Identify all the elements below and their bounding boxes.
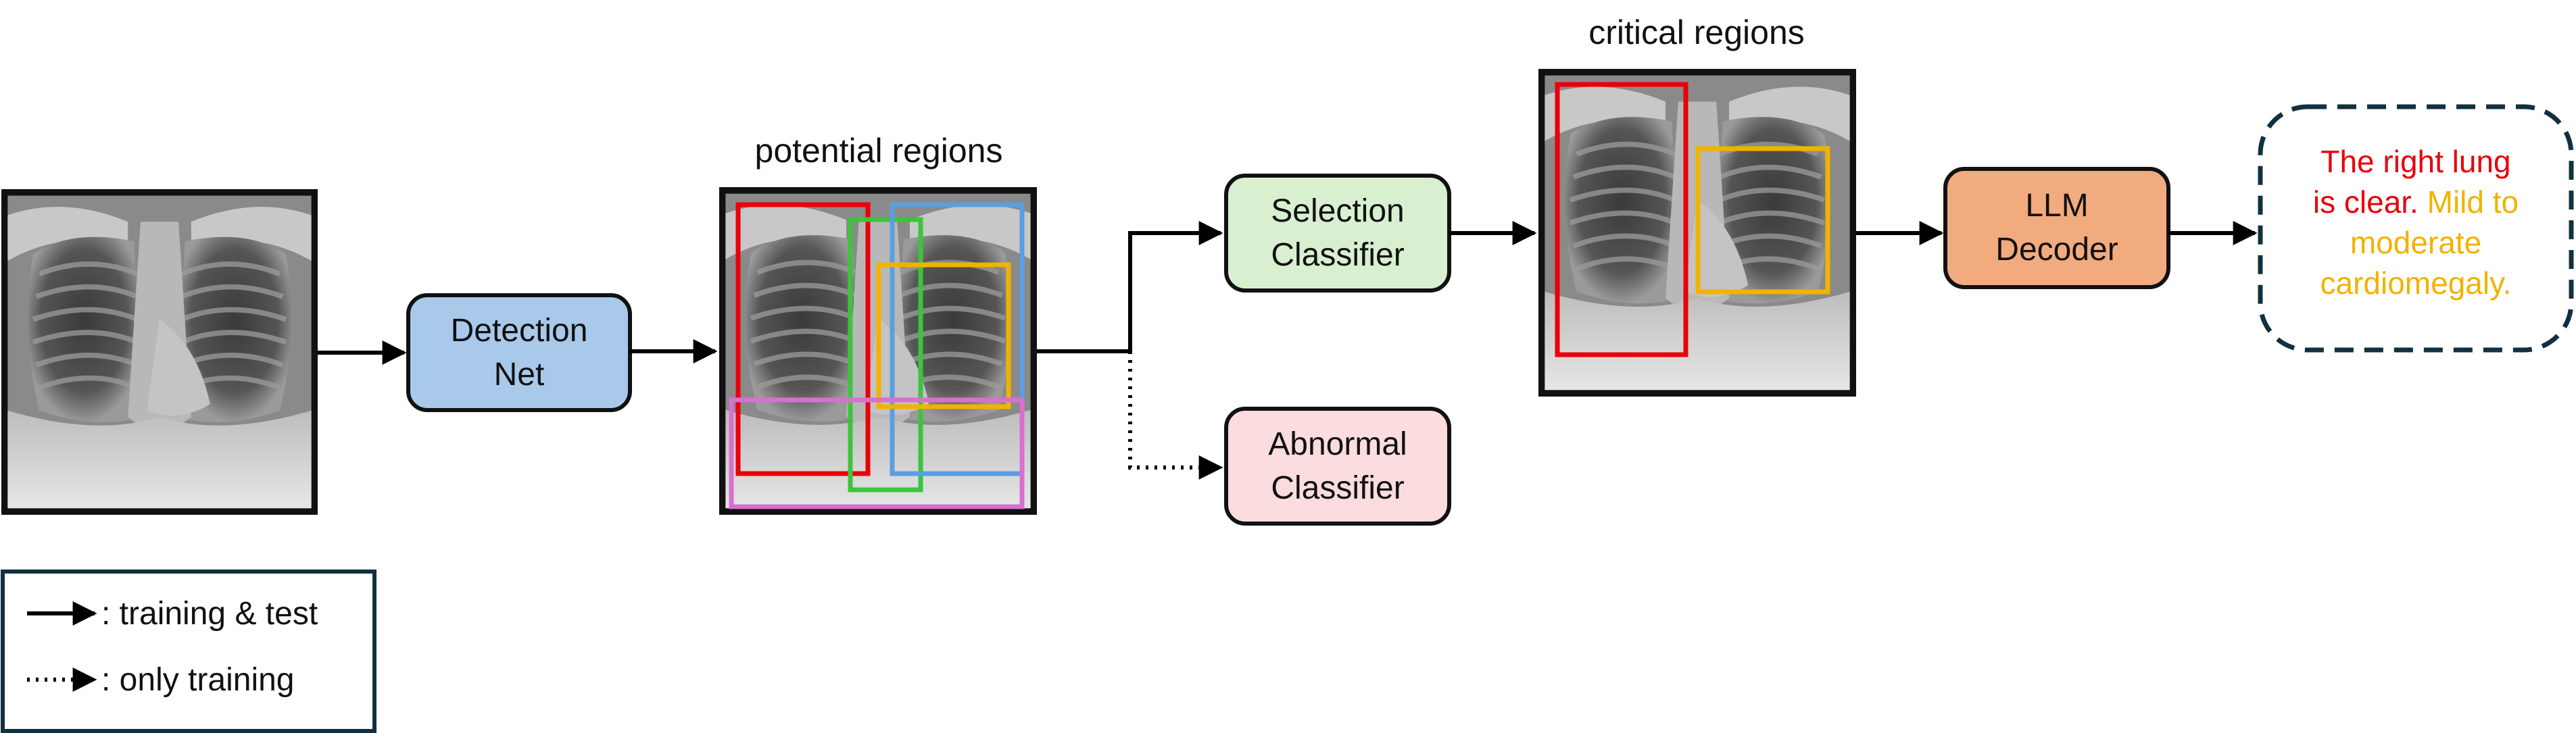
region-box-yellow (876, 262, 1011, 409)
arrow-regions-to-selection (1037, 221, 1223, 353)
report-segment: cardiomegaly. (2320, 266, 2512, 301)
potential-regions-image (719, 187, 1037, 515)
abnormal-classifier-label-line2: Classifier (1271, 470, 1404, 506)
critical-box-yellow (1695, 146, 1830, 295)
report-line: cardiomegaly. (2320, 266, 2512, 301)
report-line: moderate (2350, 225, 2481, 260)
report-line: The right lung (2320, 144, 2510, 179)
legend-dotted-label: : only training (101, 662, 295, 698)
llm-decoder-label-line2: Decoder (1995, 232, 2118, 268)
branch-connectors (1037, 221, 1223, 480)
dotted-arrow-regions-to-abnormal (1128, 351, 1223, 480)
report-line: is clear. Mild to (2313, 184, 2519, 220)
llm-decoder-label-line1: LLM (2025, 188, 2088, 224)
detection-net-box: Detection Net (406, 293, 632, 412)
report-segment: Mild to (2427, 184, 2519, 220)
region-box-blue (890, 202, 1025, 476)
selection-classifier-label-line1: Selection (1271, 193, 1404, 229)
region-box-red (735, 202, 871, 476)
detection-net-label-line1: Detection (451, 313, 588, 349)
detection-net-label-line2: Net (494, 357, 545, 393)
selection-classifier-box: Selection Classifier (1224, 174, 1451, 293)
report-segment: The right lung (2320, 144, 2510, 179)
region-box-green (848, 217, 923, 492)
abnormal-classifier-box: Abnormal Classifier (1224, 407, 1451, 526)
region-box-pink (729, 397, 1025, 509)
abnormal-classifier-label-line1: Abnormal (1268, 426, 1407, 462)
critical-regions-label: critical regions (1588, 14, 1805, 51)
legend-solid-label: : training & test (101, 596, 318, 632)
output-report-text: The right lung is clear. Mild to moderate c… (2313, 144, 2519, 301)
legend: : training & test : only training (1, 570, 376, 733)
report-segment: is clear. (2313, 184, 2427, 220)
critical-regions-image (1538, 69, 1856, 397)
report-segment: moderate (2350, 225, 2481, 260)
critical-box-red (1555, 82, 1688, 357)
input-xray-image (1, 189, 318, 515)
output-report: The right lung is clear. Mild to moderate c… (2258, 104, 2574, 353)
potential-regions-label: potential regions (755, 132, 1003, 170)
selection-classifier-label-line2: Classifier (1271, 237, 1404, 273)
llm-decoder-box: LLM Decoder (1943, 167, 2170, 289)
